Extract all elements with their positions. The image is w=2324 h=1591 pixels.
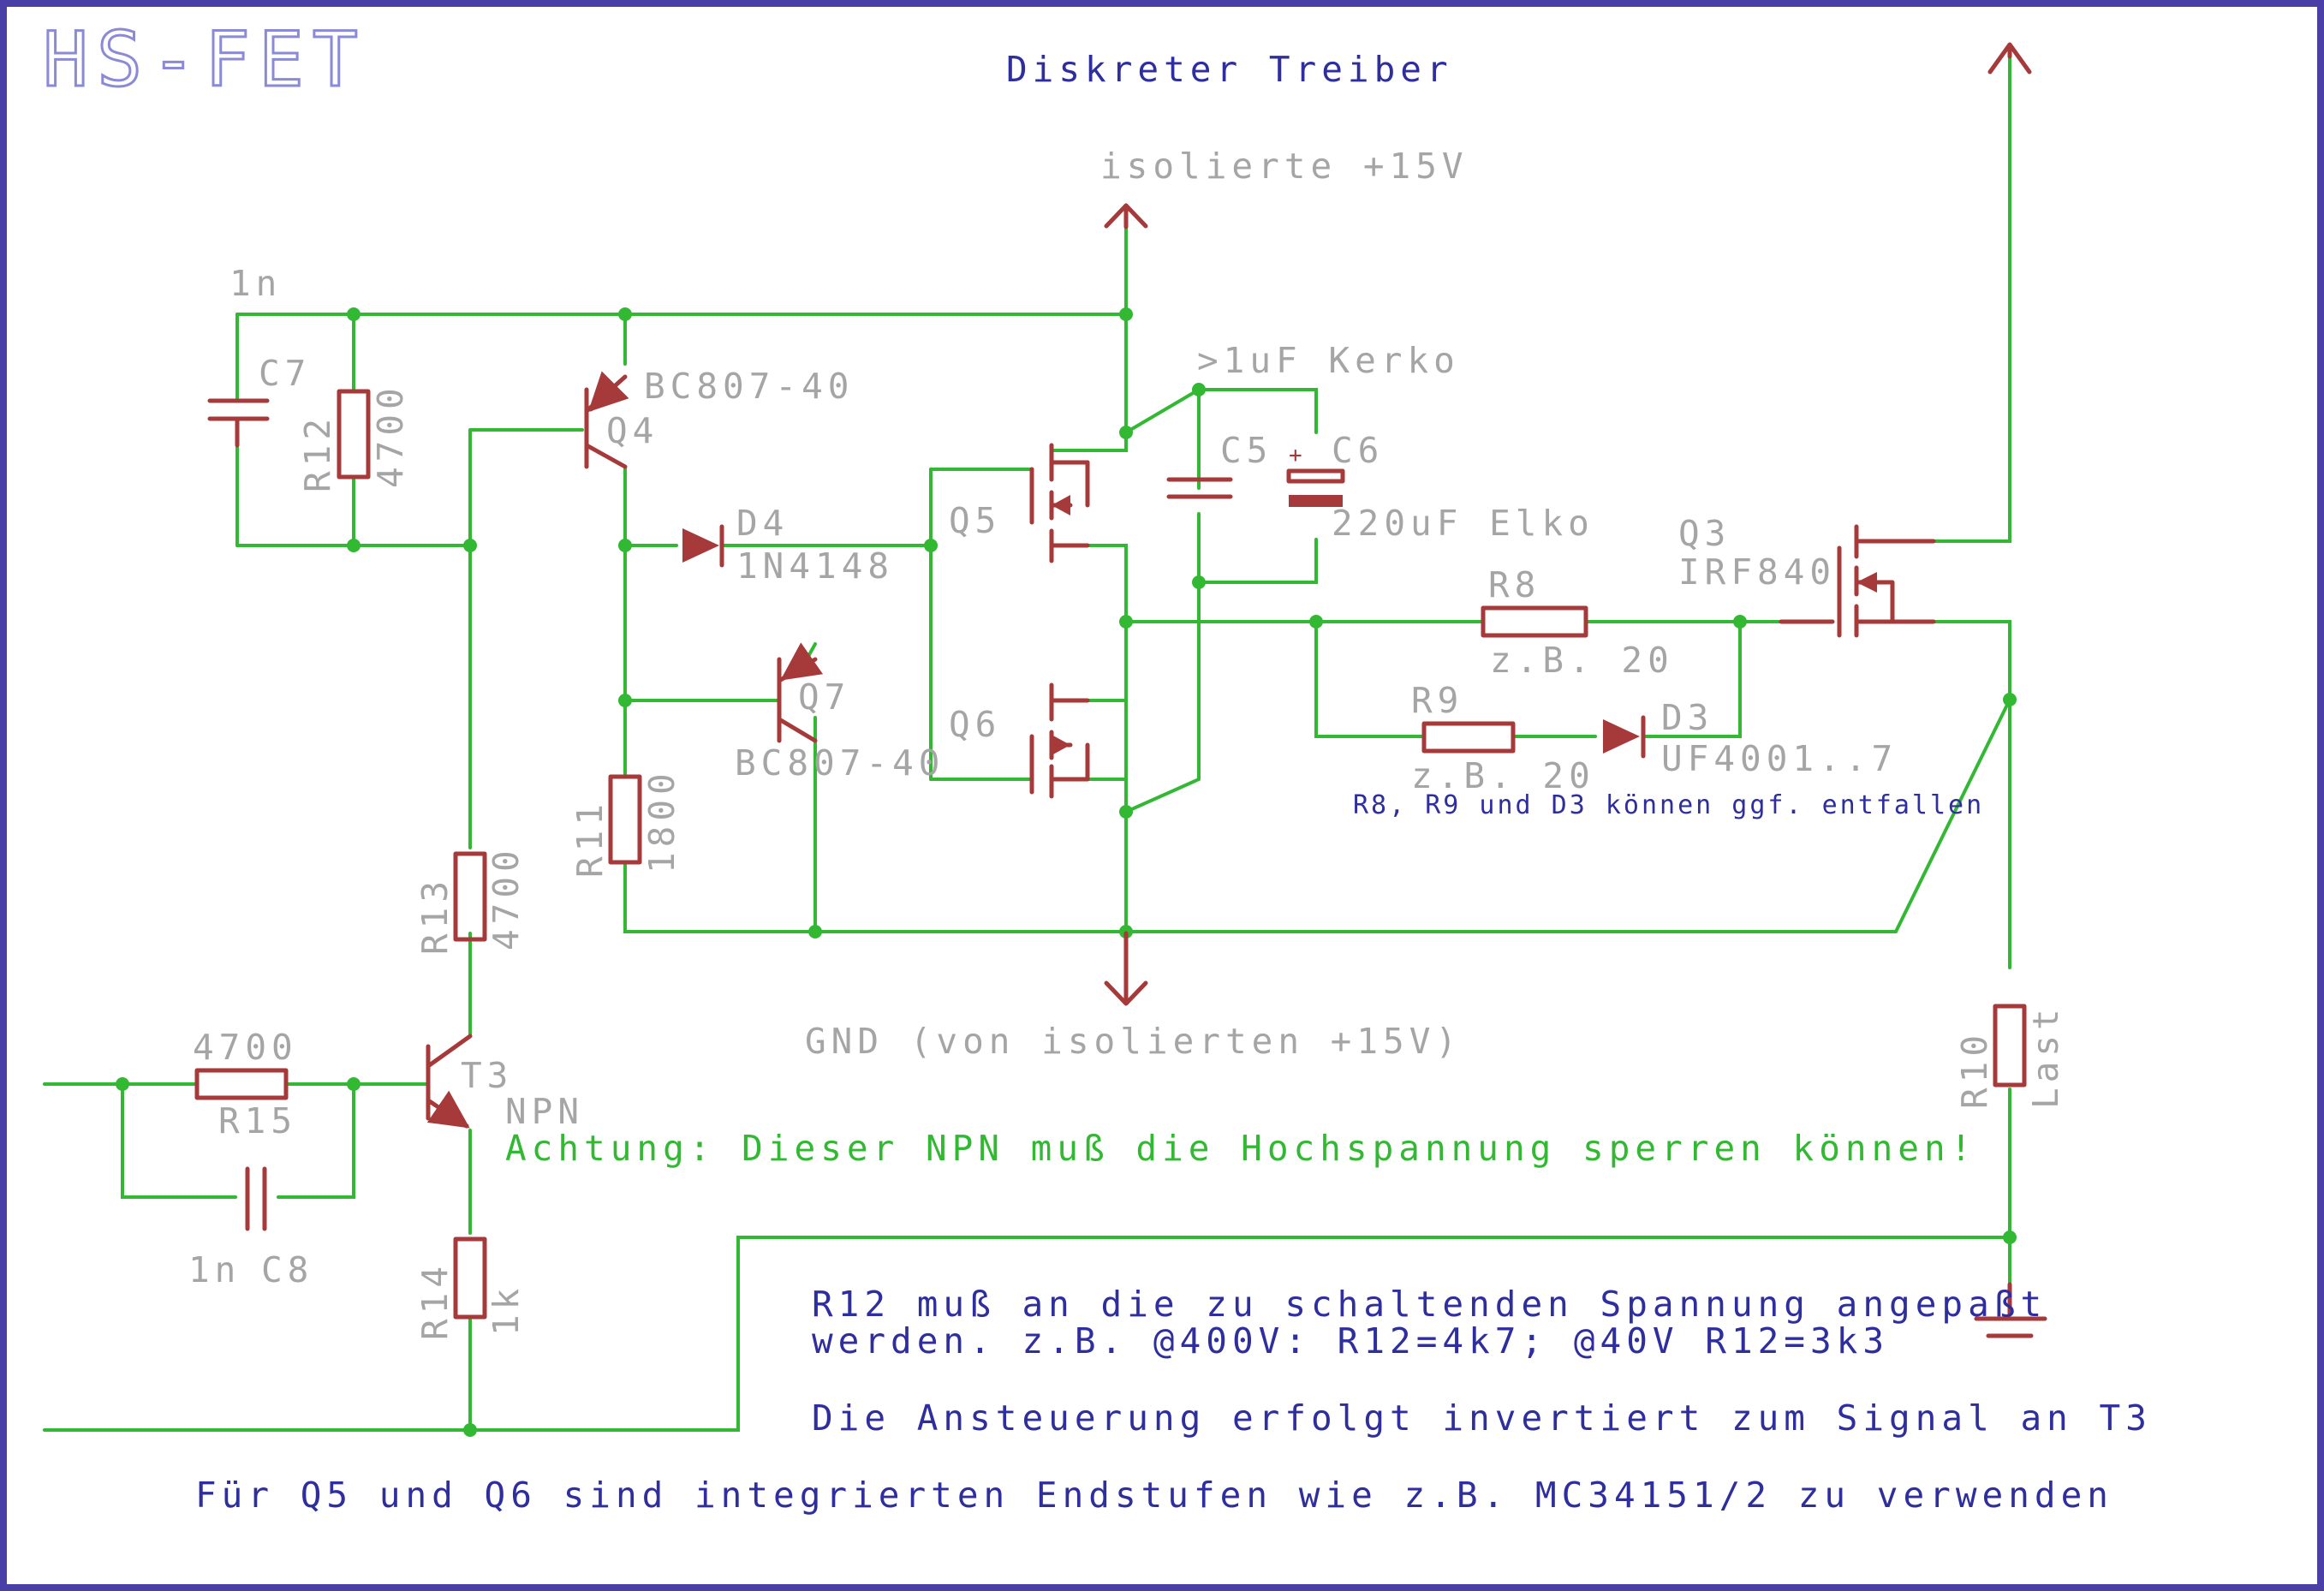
c8-value: 1n [188,1249,241,1290]
resistor-r11 [608,774,642,865]
npn-warning: Achtung: Dieser NPN muß die Hochspannung… [505,1128,1976,1169]
c6-plus: + [1289,443,1302,468]
r13-value: 4700 [486,845,527,950]
r8-value: z.B. 20 [1490,640,1674,681]
ground-icon [1974,1282,2047,1338]
mosfet-q3 [1779,524,1936,638]
c6-name: C6 [1332,430,1384,471]
r15-value: 4700 [193,1027,298,1068]
capacitor-c6 [1286,468,1345,507]
q6-name: Q6 [949,704,1001,745]
vplus-label: isolierte +15V [1100,146,1469,187]
c7-value: 1n [229,263,282,304]
diode-d4 [682,524,724,568]
r11-value: 1800 [641,768,682,873]
logo-text: HS-FET [43,15,366,104]
gnd-label: GND (von isolierten +15V) [805,1021,1462,1062]
resistor-r8 [1481,605,1588,638]
vplus-arrow-icon [1104,203,1148,229]
resistor-r10 [1993,1004,2027,1087]
endstufen-note: Für Q5 und Q6 sind integrierten Endstufe… [195,1475,2113,1516]
r9-value: z.B. 20 [1411,755,1595,796]
capacitor-c5 [1166,477,1233,499]
invert-note: Die Ansteuerung erfolgt invertiert zum S… [812,1397,2152,1439]
r12-note-line1: R12 muß an die zu schaltenden Spannung a… [812,1284,2047,1325]
resistor-r12 [337,389,371,480]
r15-name: R15 [218,1100,297,1141]
q4-name: Q4 [606,410,658,451]
c5-value: >1uF Kerko [1197,340,1460,381]
diode-d3 [1603,715,1646,759]
q5-name: Q5 [949,500,1001,541]
c6-value: 220uF Elko [1332,503,1594,544]
r10-value: Last [2025,1004,2066,1109]
c8-name: C8 [261,1249,313,1290]
transistor-q4 [584,371,629,469]
r8-name: R8 [1488,564,1540,605]
junction-dots [116,307,2017,1437]
c7-name: C7 [259,353,311,394]
r14-name: R14 [414,1261,456,1340]
r12-name: R12 [297,414,338,492]
wires [43,55,2011,1432]
resistor-r13 [453,851,487,942]
r11-name: R11 [569,799,611,878]
resistor-r14 [453,1236,487,1320]
gnd-arrow-icon [1104,931,1148,1006]
r13-name: R13 [414,876,456,955]
capacitor-c7 [207,398,270,448]
d3-value: UF4001..7 [1661,738,1898,779]
transistor-q7 [777,642,824,743]
r9-name: R9 [1411,680,1463,721]
r10-name: R10 [1954,1030,1995,1109]
optional-note: R8, R9 und D3 können ggf. entfallen [1353,790,1984,820]
q7-name: Q7 [798,676,850,718]
t3-value: NPN [505,1091,584,1132]
t3-name: T3 [461,1055,513,1096]
mosfet-q5 [1029,443,1090,563]
capacitor-c8 [245,1166,267,1231]
r12-note-line2: werden. z.B. @400V: R12=4k7; @40V R12=3k… [812,1320,1889,1362]
d3-name: D3 [1661,697,1713,738]
q3-value: IRF840 [1678,551,1836,593]
resistor-r15 [194,1068,289,1100]
drain-arrow-icon [1987,42,2032,74]
mosfet-q6 [1029,682,1090,799]
q7-value: BC807-40 [735,742,944,784]
d4-value: 1N4148 [736,545,894,587]
q3-name: Q3 [1678,513,1731,554]
page-title: Diskreter Treiber [1006,49,1453,90]
transistor-t3 [426,1034,473,1129]
r14-value: 1k [486,1284,527,1336]
d4-name: D4 [736,503,789,544]
r12-value: 4700 [370,383,411,488]
resistor-r9 [1421,721,1516,754]
c5-name: C5 [1220,430,1272,471]
q4-value: BC807-40 [644,366,854,407]
